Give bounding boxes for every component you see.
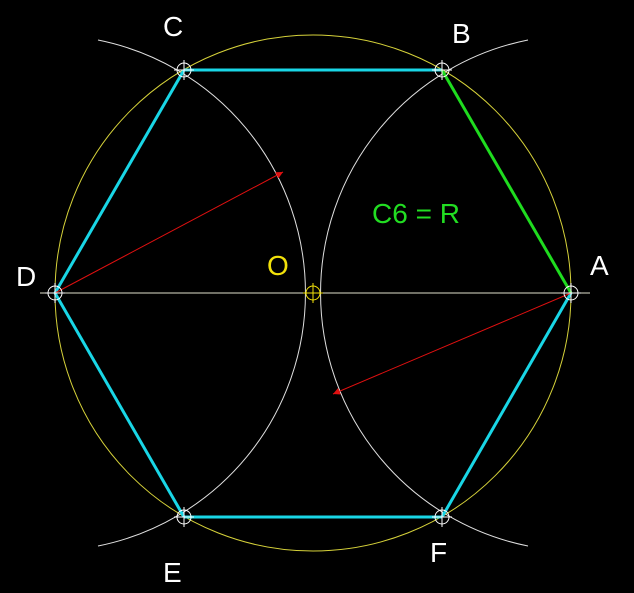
- vertex-label-f: F: [430, 537, 447, 568]
- point-marker-d: [45, 283, 65, 303]
- vertex-label-b: B: [452, 18, 471, 49]
- hexagon-side-ba-radius: [440, 69, 573, 294]
- point-marker-f: [432, 507, 452, 527]
- point-marker-e: [174, 507, 194, 527]
- vertex-label-c: C: [163, 11, 183, 42]
- point-marker-c: [174, 60, 194, 80]
- center-label-o: O: [267, 250, 289, 281]
- point-marker-b: [432, 60, 452, 80]
- vertex-label-d: D: [16, 261, 36, 292]
- point-marker-o: [303, 283, 323, 303]
- radius-arrow-from-a: [332, 292, 572, 395]
- hexagon-side-ed: [53, 292, 186, 518]
- vertex-label-e: E: [163, 557, 182, 588]
- hexagon-side-dc: [53, 69, 186, 294]
- point-marker-a: [561, 283, 581, 303]
- formula-label: C6 = R: [372, 198, 460, 229]
- vertex-label-a: A: [590, 250, 609, 281]
- radius-arrow-from-d: [54, 171, 284, 294]
- hexagon-side-af: [440, 292, 573, 518]
